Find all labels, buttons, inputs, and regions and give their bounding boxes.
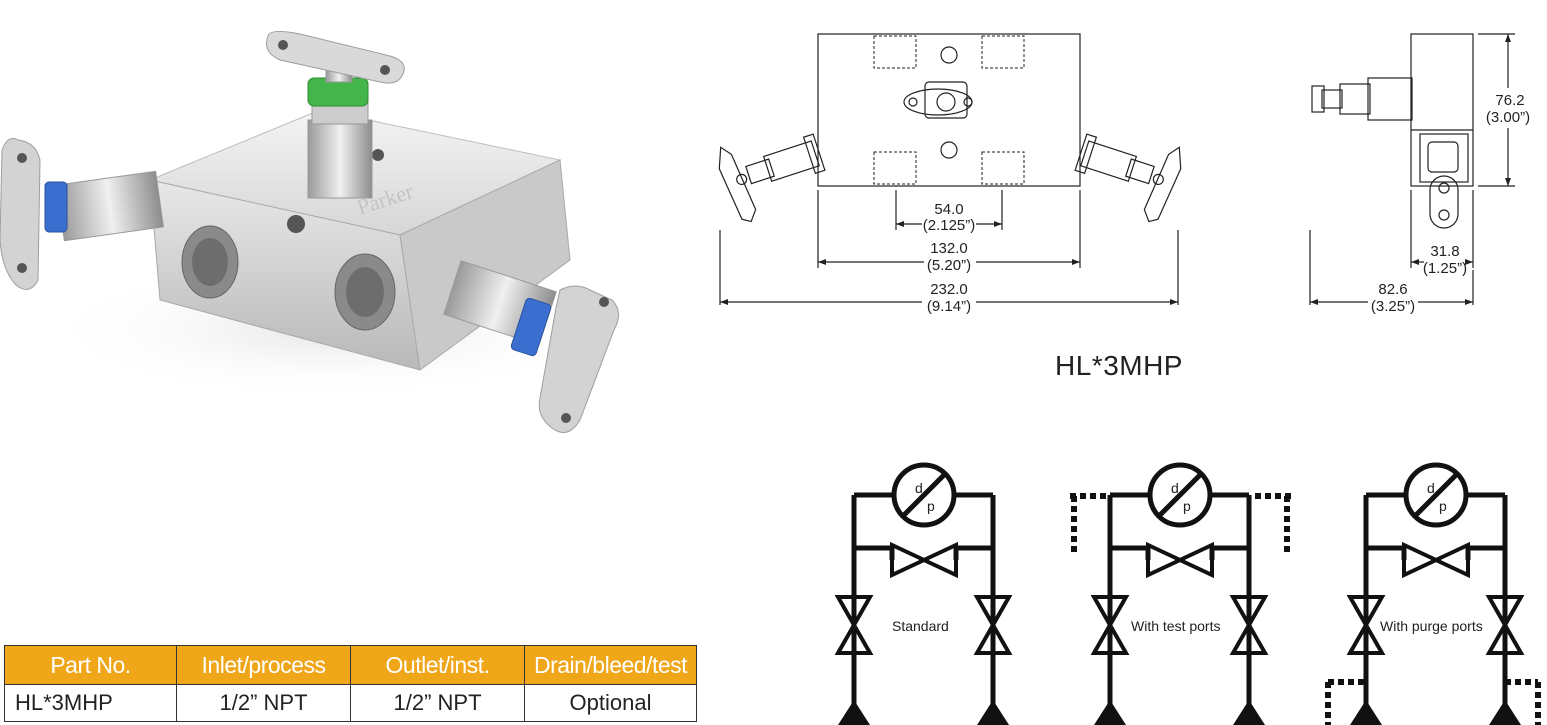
schematic-label-purge-ports: With purge ports bbox=[1380, 618, 1483, 634]
cell-part-no: HL*3MHP bbox=[4, 684, 177, 722]
dim-body-mm: 132.0 bbox=[930, 240, 968, 257]
schematic-test-ports: d p With test ports bbox=[1070, 465, 1291, 725]
dim-offset-mm: 31.8 bbox=[1430, 243, 1459, 260]
cell-drain: Optional bbox=[524, 684, 697, 722]
table-header-row: Part No. Inlet/process Outlet/inst. Drai… bbox=[4, 645, 697, 685]
schematic-standard: d p Standard bbox=[838, 465, 1009, 725]
header-drain-bleed-test: Drain/bleed/test bbox=[524, 645, 697, 685]
dim-body-in: (5.20”) bbox=[927, 257, 971, 274]
schematic-purge-ports: d p With purge ports bbox=[1325, 465, 1541, 725]
cell-outlet: 1/2” NPT bbox=[350, 684, 525, 722]
dimension-drawing: 54.0 (2.125”) 132.0 (5.20”) 232.0 (9.14”… bbox=[718, 33, 1530, 315]
gauge-p: p bbox=[1439, 498, 1447, 514]
schematic-diagrams: d p Standard d p With test ports d p Wit… bbox=[820, 460, 1541, 725]
gauge-d: d bbox=[915, 480, 923, 496]
dim-overall-mm: 232.0 bbox=[930, 281, 968, 298]
gauge-p: p bbox=[1183, 498, 1191, 514]
front-view-body bbox=[817, 33, 1081, 187]
header-outlet-inst: Outlet/inst. bbox=[350, 645, 525, 685]
header-inlet-process: Inlet/process bbox=[176, 645, 351, 685]
schematic-label-test-ports: With test ports bbox=[1131, 618, 1220, 634]
dim-inner-in: (2.125”) bbox=[923, 217, 976, 234]
gauge-d: d bbox=[1427, 480, 1435, 496]
gauge-d: d bbox=[1171, 480, 1179, 496]
model-label: HL*3MHP bbox=[1055, 350, 1183, 381]
product-photo: Parker bbox=[0, 30, 620, 433]
side-view-body bbox=[1410, 33, 1474, 187]
specification-table: Part No. Inlet/process Outlet/inst. Drai… bbox=[4, 645, 697, 722]
schematic-label-standard: Standard bbox=[892, 618, 949, 634]
dim-offset-in: (1.25”) bbox=[1423, 260, 1467, 277]
table-row: HL*3MHP 1/2” NPT 1/2” NPT Optional bbox=[4, 684, 697, 722]
dim-height-mm: 76.2 bbox=[1495, 92, 1524, 109]
cell-inlet: 1/2” NPT bbox=[176, 684, 351, 722]
dim-depth-mm: 82.6 bbox=[1378, 281, 1407, 298]
header-part-no: Part No. bbox=[4, 645, 177, 685]
dim-overall-in: (9.14”) bbox=[927, 298, 971, 315]
gauge-p: p bbox=[927, 498, 935, 514]
dim-inner-mm: 54.0 bbox=[934, 201, 963, 218]
dim-depth-in: (3.25”) bbox=[1371, 298, 1415, 315]
dim-height-in: (3.00”) bbox=[1486, 109, 1530, 126]
